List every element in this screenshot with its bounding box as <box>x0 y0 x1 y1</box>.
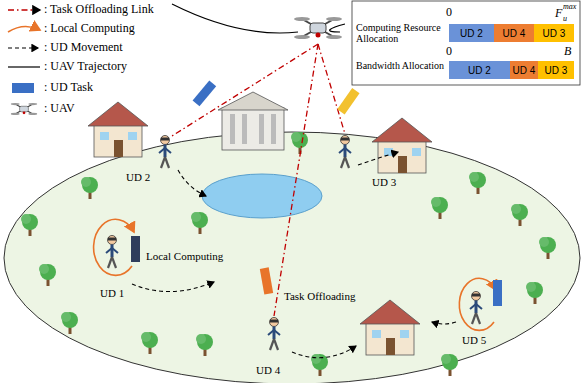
ud-label: UD 2 <box>126 171 150 184</box>
allocation-segment: UD 2 <box>449 61 510 79</box>
allocation-panel <box>352 1 580 85</box>
legend-text: : Task Offloading Link <box>44 3 154 17</box>
ground-ellipse <box>4 132 580 383</box>
axis-max-subscript: u <box>563 14 567 23</box>
user-devices <box>106 136 482 351</box>
allocation-segment: UD 4 <box>510 61 538 79</box>
segment-label: UD 3 <box>543 28 566 39</box>
scene-label: Local Computing <box>146 250 223 263</box>
row-title: Bandwidth Allocation <box>356 60 448 71</box>
ud-label: UD 3 <box>372 176 396 189</box>
allocation-segment: UD 4 <box>494 24 534 42</box>
lake <box>202 174 322 218</box>
legend-text: : UAV <box>44 102 75 116</box>
axis-max-symbol: B <box>564 45 571 59</box>
segment-label: UD 3 <box>545 65 568 76</box>
axis-origin: 0 <box>446 6 452 20</box>
ud-label: UD 1 <box>100 287 124 300</box>
legend-text: : UD Task <box>44 81 93 95</box>
ud-movement <box>132 152 456 358</box>
ud-tasks <box>131 80 502 306</box>
axis-max-superscript: max <box>563 2 576 11</box>
allocation-segment: UD 2 <box>449 24 494 42</box>
offloading-links <box>172 44 345 316</box>
legend-text: : UAV Trajectory <box>44 60 127 74</box>
legend-text: : UD Movement <box>44 41 123 55</box>
ud-label: UD 5 <box>462 334 486 347</box>
axis-origin: 0 <box>446 45 452 59</box>
trees <box>21 132 556 376</box>
scene-label: Task Offloading <box>284 290 355 303</box>
houses <box>88 92 432 355</box>
segment-label: UD 4 <box>513 65 536 76</box>
allocation-segment: UD 3 <box>534 24 574 42</box>
segment-label: UD 4 <box>503 28 526 39</box>
local-computing-loop <box>459 278 496 330</box>
segment-label: UD 2 <box>468 65 491 76</box>
local-computing-loop <box>94 219 134 275</box>
row-title: Computing Resource Allocation <box>356 22 448 44</box>
segment-label: UD 2 <box>460 28 483 39</box>
uav-icon <box>294 17 342 39</box>
legend-text: : Local Computing <box>44 22 135 36</box>
ud-label: UD 4 <box>256 364 280 377</box>
axis-max-symbol: F <box>555 7 562 21</box>
legend-samples <box>8 10 40 115</box>
allocation-segment: UD 3 <box>538 61 574 79</box>
